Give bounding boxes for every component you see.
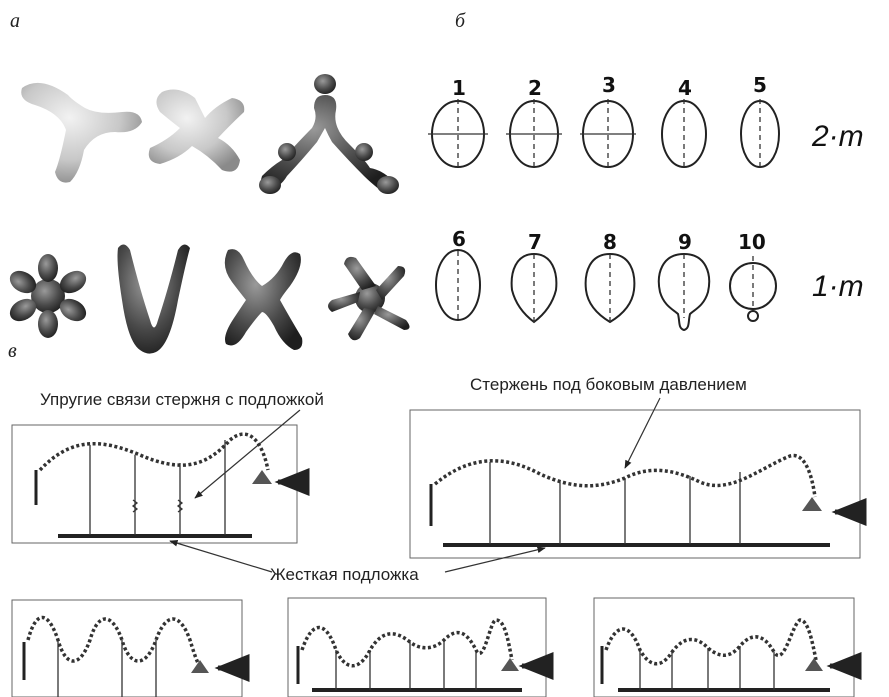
leader-springs [194, 409, 301, 499]
beam-frame-2 [409, 409, 867, 559]
mode-shape-10 [729, 256, 777, 322]
droplet-arch [259, 74, 399, 194]
mode-number-1: 1 [452, 76, 466, 100]
leader-rod [624, 397, 661, 469]
mode-shape-6 [435, 249, 481, 321]
droplet-three-lobe [21, 82, 142, 183]
mode-shape-7 [510, 252, 558, 324]
mode-oval-4 [661, 99, 707, 169]
mode-number-2: 2 [528, 76, 542, 100]
mode-number-4: 4 [678, 76, 692, 100]
beam-frame-1 [11, 424, 310, 544]
panel-label-v: в [8, 340, 17, 362]
callout-springs: Упругие связи стержня с подложкой [40, 390, 324, 409]
mode-oval-2 [506, 99, 562, 169]
mode-number-5: 5 [753, 73, 767, 97]
callout-substrate: Жесткая подложка [270, 565, 419, 584]
mode-number-10: 10 [738, 230, 766, 254]
mode-number-7: 7 [528, 230, 542, 254]
droplet-four-lobe [148, 89, 245, 172]
mode-shapes: 1 2 3 4 5 2·m 6 7 [428, 73, 864, 332]
mode-row-label-2m: 2·m [811, 120, 864, 153]
droplet-flower [9, 254, 87, 338]
leader-substrate-left [169, 539, 273, 573]
mode-number-8: 8 [603, 230, 617, 254]
mode-shape-9 [657, 252, 711, 332]
leader-substrate-right [444, 546, 546, 573]
beam-panel: Упругие связи стержня с подложкой Стерже… [11, 375, 867, 697]
callout-rod: Стержень под боковым давлением [470, 375, 747, 394]
mode-oval-3 [580, 99, 636, 169]
mode-oval-1 [428, 99, 488, 169]
droplet-star [328, 256, 410, 341]
mode-oval-5 [740, 99, 780, 169]
panel-label-b: б [455, 10, 466, 32]
mode-shape-8 [584, 252, 636, 324]
droplet-shapes [9, 74, 410, 354]
mode-number-9: 9 [678, 230, 692, 254]
beam-frame-3 [11, 599, 250, 697]
beam-frame-4 [287, 597, 554, 697]
beam-frame-5 [593, 597, 862, 697]
mode-number-3: 3 [602, 73, 616, 97]
panel-label-a: а [10, 10, 20, 32]
mode-number-6: 6 [452, 227, 466, 251]
mode-row-label-1m: 1·m [812, 270, 864, 303]
droplet-x [224, 249, 303, 350]
droplet-v [117, 244, 190, 354]
